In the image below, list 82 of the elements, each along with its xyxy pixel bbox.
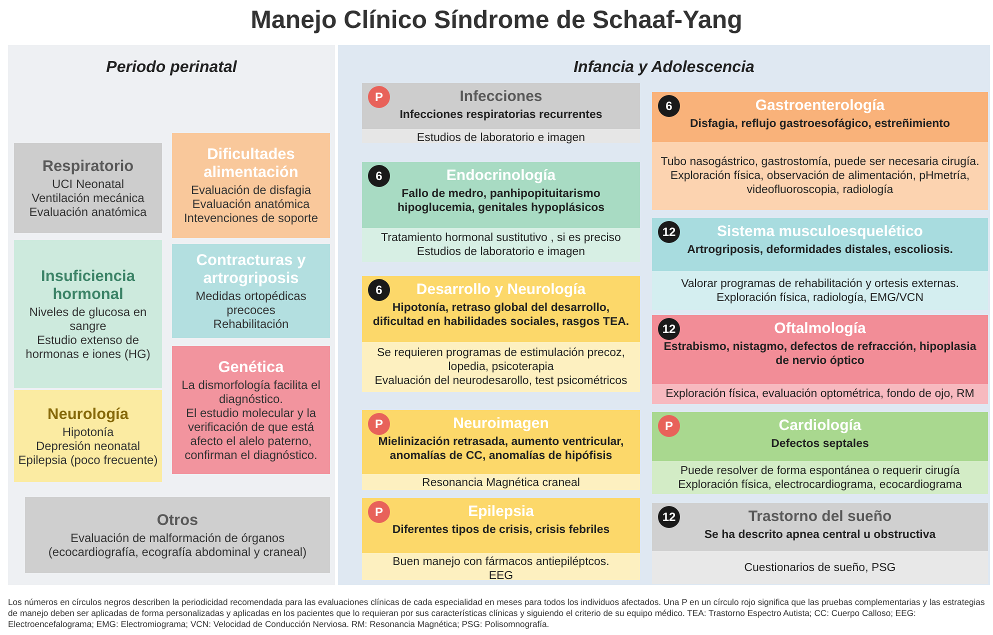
card-heading: Sistema musculoesquelético: [717, 222, 923, 242]
findings-text: Se ha descrito apnea central u obstructiva: [704, 528, 936, 542]
findings-text: Disfagia, reflujo gastroesofágico, estreñimiento: [690, 117, 950, 131]
management-text: Exploración física, observación de alimentación, pHmetría, videofluoroscopia, radiología: [669, 169, 971, 197]
findings-text: Hipotonía, retraso global del desarrollo, dificultad en habilidades sociales, rasgos TEA.: [372, 301, 630, 329]
specialty-box: [14, 240, 162, 388]
management-text: Estudios de laboratorio e imagen: [416, 245, 586, 259]
management-text: Exploración física, evaluación optométrica, fondo de ojo, RM: [666, 387, 974, 401]
box-text: Epilepsia (poco frecuente): [18, 452, 158, 466]
findings-text: Artrogriposis, deformidades distales, escoliosis.: [687, 243, 953, 257]
box-text: Evaluación anatómica: [192, 197, 310, 211]
box-heading: Respiratorio: [42, 158, 134, 176]
findings-text: Fallo de medro, panhipopituitarismo hipoglucemia, genitales hypoplásicos: [396, 187, 606, 215]
management-text: EEG: [488, 569, 514, 583]
box-text: Hipotonía: [62, 424, 114, 438]
management-text: Cuestionarios de sueño, PSG: [744, 560, 896, 574]
management-text: Puede resolver de forma espontánea o requerir cirugía: [680, 464, 960, 478]
specialty-card: [362, 162, 640, 262]
specialty-card: [652, 412, 988, 494]
specialty-box: [172, 133, 330, 238]
management-text: Resonancia Magnética craneal: [422, 476, 580, 490]
card-heading: Desarrollo y Neurología: [416, 280, 586, 300]
box-text: La dismorfología facilita el diagnóstico.: [180, 378, 322, 406]
specialty-card: [362, 410, 640, 490]
box-text: Depresión neonatal: [36, 438, 140, 452]
box-text: Niveles de glucosa en sangre: [28, 304, 148, 332]
management-text: Estudios de laboratorio e imagen: [416, 131, 586, 145]
section-heading: Infancia y Adolescencia: [572, 59, 756, 77]
card-heading: Endocrinología: [446, 166, 556, 186]
card-heading: Infecciones: [460, 87, 542, 107]
diagram-title: Manejo Clínico Síndrome de Schaaf-Yang: [250, 6, 744, 35]
specialty-card: [652, 92, 988, 210]
specialty-card: [362, 276, 640, 392]
card-heading: Trastorno del sueño: [748, 507, 892, 527]
box-heading: Insuficiencia hormonal: [40, 268, 136, 304]
management-text: Valorar programas de rehabilitación y ortesis externas.: [681, 276, 959, 290]
box-text: Evaluación de malformación de órganos (ecocardiografía, ecografía abdominal y craneal): [47, 530, 308, 558]
management-text: Tubo nasogástrico, gastrostomía, puede ser necesaria cirugía.: [660, 155, 980, 169]
findings-text: Defectos septales: [771, 437, 869, 451]
findings-text: Estrabismo, nistagmo, defectos de refracción, hipoplasia de nervio óptico: [662, 340, 978, 368]
specialty-box: [172, 244, 330, 338]
findings-text: Infecciones respiratorias recurrentes: [400, 108, 602, 122]
management-text: Buen manejo con fármacos antiepiléptcos.: [392, 555, 610, 569]
footnote-text: Los números en círculos negros describen la periodicidad recomendada para las evaluaciones clínicas de cada especialidad en meses para todos los individuos afectados. Una P en un círculo rojo significa que las pruebas complementarias y las estrategias de manejo deben ser aplicadas de forma personalizadas y aplicadas en los pacientes que lo requieran por sus características clínicas y siguiendo el criterio de su equipo médico. TEA: Trastorno Espectro Autista; CC: Cuerpo Calloso; EEG: Electroencefalograma; EMG: Electromiograma; VCN: Velocidad de Conducción Nerviosa. RM: Resonancia Magnética; PSG: Polisomnografía.: [8, 597, 986, 630]
specialty-card: [652, 503, 988, 584]
box-text: El estudio molecular y la verificación de que está afecto el alelo paterno, confirman el diagnóstico.: [184, 406, 318, 462]
box-text: Estudio extenso de hormonas e iones (HG): [24, 332, 152, 360]
box-heading: Contracturas y artrogriposis: [195, 252, 307, 288]
box-text: Evaluación anatómica: [29, 204, 147, 218]
findings-text: Mielinización retrasada, aumento ventricular, anomalías de CC, anomalías de hipófisis: [377, 435, 625, 463]
card-heading: Gastroenterología: [755, 96, 885, 116]
box-text: Ventilación mecánica: [32, 190, 144, 204]
card-heading: Epilepsia: [468, 502, 534, 522]
box-heading: Neurología: [48, 406, 128, 424]
section-panel: [8, 45, 335, 585]
card-heading: Cardiología: [778, 416, 862, 436]
box-text: UCI Neonatal: [52, 176, 124, 190]
management-text: Exploración física, electrocardiograma, ecocardiograma: [678, 478, 962, 492]
management-text: Se requieren programas de estimulación precoz, lopedia, psicoterapia: [376, 346, 626, 374]
specialty-box: [14, 143, 162, 233]
card-heading: Oftalmología: [774, 319, 866, 339]
specialty-card: [362, 83, 640, 143]
specialty-card: [652, 315, 988, 404]
specialty-box: [172, 346, 330, 474]
box-heading: Dificultades alimentación: [202, 146, 300, 182]
specialty-box: [14, 390, 162, 482]
section-heading: Periodo perinatal: [105, 59, 238, 77]
findings-text: Diferentes tipos de crisis, crisis febriles: [392, 523, 610, 537]
box-heading: Genética: [218, 358, 284, 376]
box-text: Intevenciones de soporte: [184, 211, 318, 225]
box-text: Medidas ortopédicas precoces: [194, 288, 308, 316]
management-text: Evaluación del neurodesarollo, test psicométricos: [374, 374, 628, 388]
management-text: Exploración física, radiología, EMG/VCN: [716, 290, 924, 304]
card-heading: Neuroimagen: [453, 414, 549, 434]
specialty-card: [652, 218, 988, 310]
specialty-card: [362, 498, 640, 580]
box-heading: Otros: [156, 512, 198, 530]
management-text: Tratamiento hormonal sustitutivo , si es preciso: [381, 231, 621, 245]
box-text: Evaluación de disfagia: [190, 183, 312, 197]
specialty-box: [25, 497, 330, 573]
box-text: Rehabilitación: [213, 316, 289, 330]
section-panel: [338, 45, 990, 585]
